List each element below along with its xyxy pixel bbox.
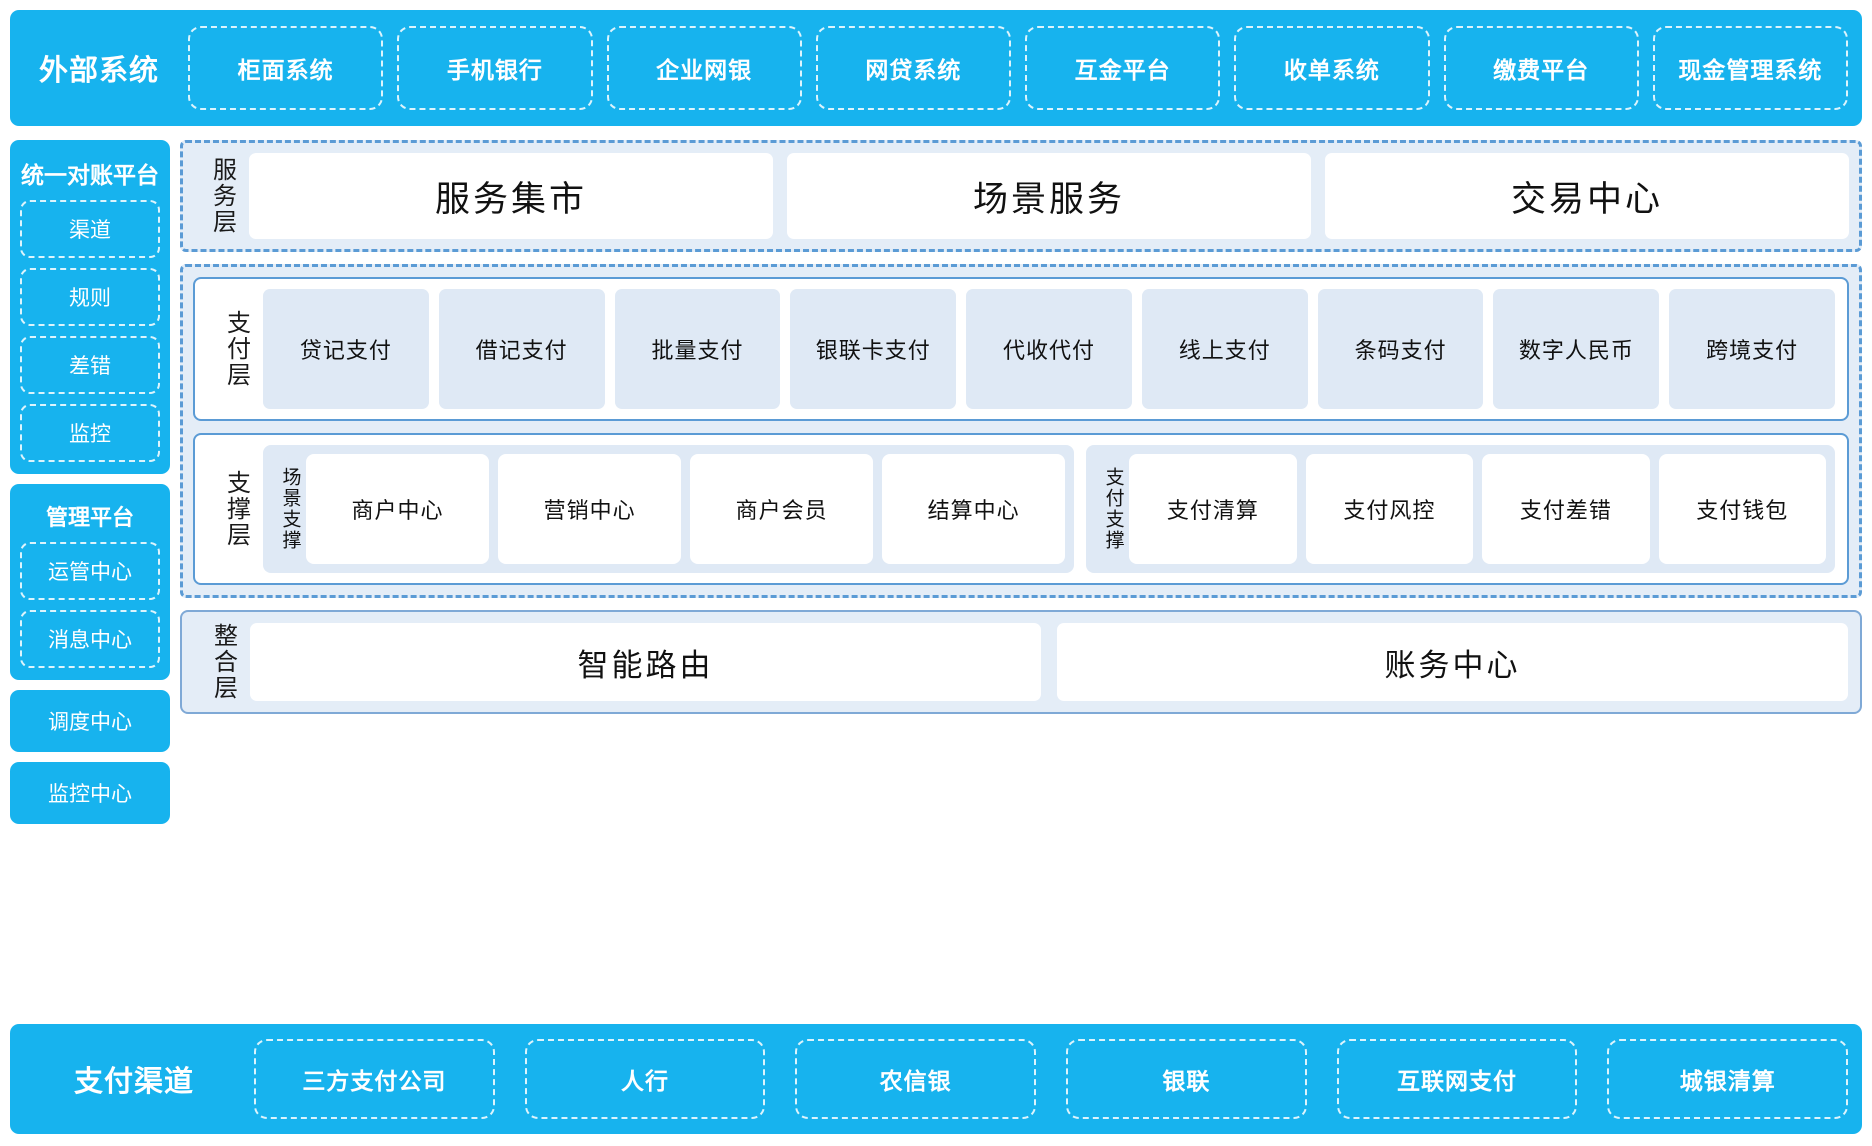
support-item-payment-wallet[interactable]: 支付钱包: [1658, 454, 1827, 564]
scene-support-label: 场景支撑: [279, 467, 301, 551]
payment-channel-chip[interactable]: 三方支付公司: [254, 1039, 495, 1119]
external-system-chip[interactable]: 现金管理系统: [1652, 26, 1848, 110]
left-platform-column: 统一对账平台 渠道 规则 差错 监控 管理平台 运管中心 消息中心 调度中心 监…: [10, 140, 170, 834]
monitoring-center-card[interactable]: 监控中心: [10, 762, 170, 824]
support-item-payment-clearing[interactable]: 支付清算: [1129, 454, 1297, 564]
platform-main-area: 服务层 服务集市 场景服务 交易中心 支付层 贷记支付: [180, 140, 1862, 714]
service-card-scenario[interactable]: 场景服务: [787, 153, 1311, 239]
payment-tile-unionpay-card[interactable]: 银联卡支付: [790, 289, 957, 409]
external-system-chip[interactable]: 收单系统: [1234, 26, 1430, 110]
reconciliation-item-channel[interactable]: 渠道: [20, 200, 160, 258]
payment-tile-barcode[interactable]: 条码支付: [1317, 289, 1484, 409]
service-layer-label: 服务层: [208, 157, 236, 235]
scene-support-group: 场景支撑 商户中心 营销中心 商户会员 结算中心: [263, 445, 1075, 573]
reconciliation-platform-card: 统一对账平台 渠道 规则 差错 监控: [10, 140, 170, 474]
support-layer-groups: 场景支撑 商户中心 营销中心 商户会员 结算中心 支付支撑: [263, 445, 1835, 573]
integration-layer-cards: 智能路由 账务中心: [250, 623, 1848, 701]
payment-tile-debit[interactable]: 借记支付: [438, 289, 605, 409]
payment-layer-tiles: 贷记支付 借记支付 批量支付 银联卡支付 代收代付 线上支付 条码支付 数字人民…: [263, 289, 1836, 409]
payment-layer-label: 支付层: [222, 310, 250, 388]
payment-tile-collection-payment[interactable]: 代收代付: [966, 289, 1132, 409]
payment-channel-chip[interactable]: 城银清算: [1607, 1039, 1849, 1119]
payment-channel-chip[interactable]: 互联网支付: [1336, 1039, 1578, 1119]
support-item-payment-risk[interactable]: 支付风控: [1305, 454, 1474, 564]
support-item-merchant-center[interactable]: 商户中心: [306, 454, 490, 564]
service-layer-block: 服务层 服务集市 场景服务 交易中心: [180, 140, 1862, 252]
support-item-merchant-member[interactable]: 商户会员: [690, 454, 874, 564]
reconciliation-item-monitor[interactable]: 监控: [20, 404, 160, 462]
payment-channel-chip[interactable]: 农信银: [795, 1039, 1037, 1119]
payment-channel-chip[interactable]: 银联: [1066, 1039, 1307, 1119]
payment-support-items: 支付清算 支付风控 支付差错 支付钱包: [1129, 454, 1827, 564]
external-system-chip[interactable]: 互金平台: [1025, 26, 1221, 110]
payment-support-label: 支付支撑: [1102, 467, 1124, 551]
service-layer-cards: 服务集市 场景服务 交易中心: [249, 153, 1849, 239]
management-platform-card: 管理平台 运管中心 消息中心: [10, 484, 170, 680]
payment-tile-credit[interactable]: 贷记支付: [263, 289, 429, 409]
management-item-message-center[interactable]: 消息中心: [20, 610, 160, 668]
payment-channel-chip[interactable]: 人行: [524, 1039, 766, 1119]
management-item-operations-center[interactable]: 运管中心: [20, 542, 160, 600]
external-system-chip[interactable]: 缴费平台: [1443, 26, 1639, 110]
external-system-chip[interactable]: 柜面系统: [188, 26, 384, 110]
scheduling-center-card[interactable]: 调度中心: [10, 690, 170, 752]
scene-support-items: 商户中心 营销中心 商户会员 结算中心: [306, 454, 1066, 564]
integration-card-smart-routing[interactable]: 智能路由: [250, 623, 1041, 701]
payment-channels-title: 支付渠道: [73, 1066, 194, 1098]
integration-card-accounting-center[interactable]: 账务中心: [1057, 623, 1848, 701]
reconciliation-platform-title: 统一对账平台: [21, 162, 159, 188]
support-item-payment-error[interactable]: 支付差错: [1482, 454, 1650, 564]
integration-layer-label: 整合层: [209, 623, 237, 701]
payment-channels-bar: 支付渠道 三方支付公司 人行 农信银 银联 互联网支付 城银清算: [10, 1024, 1862, 1134]
external-systems-bar: 外部系统 柜面系统 手机银行 企业网银 网贷系统 互金平台 收单系统 缴费平台 …: [10, 10, 1862, 126]
payment-support-group: 支付支撑 支付清算 支付风控 支付差错 支付钱包: [1086, 445, 1835, 573]
service-card-transaction[interactable]: 交易中心: [1325, 153, 1849, 239]
external-system-chip[interactable]: 网贷系统: [815, 26, 1011, 110]
reconciliation-item-rule[interactable]: 规则: [20, 268, 160, 326]
payment-tile-batch[interactable]: 批量支付: [614, 289, 781, 409]
service-card-market[interactable]: 服务集市: [249, 153, 773, 239]
support-item-settlement-center[interactable]: 结算中心: [882, 454, 1066, 564]
payment-tile-online[interactable]: 线上支付: [1141, 289, 1308, 409]
support-item-marketing-center[interactable]: 营销中心: [498, 454, 682, 564]
support-layer-panel: 支撑层 场景支撑 商户中心 营销中心 商户会员 结算中心: [193, 433, 1849, 585]
support-layer-label: 支撑层: [222, 470, 250, 548]
external-systems-title: 外部系统: [38, 55, 159, 87]
management-platform-title: 管理平台: [45, 505, 134, 530]
reconciliation-item-error[interactable]: 差错: [20, 336, 160, 394]
external-systems-items: 柜面系统 手机银行 企业网银 网贷系统 互金平台 收单系统 缴费平台 现金管理系…: [174, 26, 1848, 110]
payment-tile-digital-rmb[interactable]: 数字人民币: [1493, 289, 1660, 409]
external-system-chip[interactable]: 企业网银: [606, 26, 802, 110]
core-payment-block: 支付层 贷记支付 借记支付 批量支付 银联卡支付 代收代付 线上支付 条码支付 …: [180, 264, 1862, 598]
payment-channels-items: 三方支付公司 人行 农信银 银联 互联网支付 城银清算: [244, 1039, 1849, 1119]
external-system-chip[interactable]: 手机银行: [397, 26, 593, 110]
payment-tile-cross-border[interactable]: 跨境支付: [1669, 289, 1836, 409]
payment-layer-panel: 支付层 贷记支付 借记支付 批量支付 银联卡支付 代收代付 线上支付 条码支付 …: [193, 277, 1849, 421]
integration-layer-block: 整合层 智能路由 账务中心: [180, 610, 1862, 714]
